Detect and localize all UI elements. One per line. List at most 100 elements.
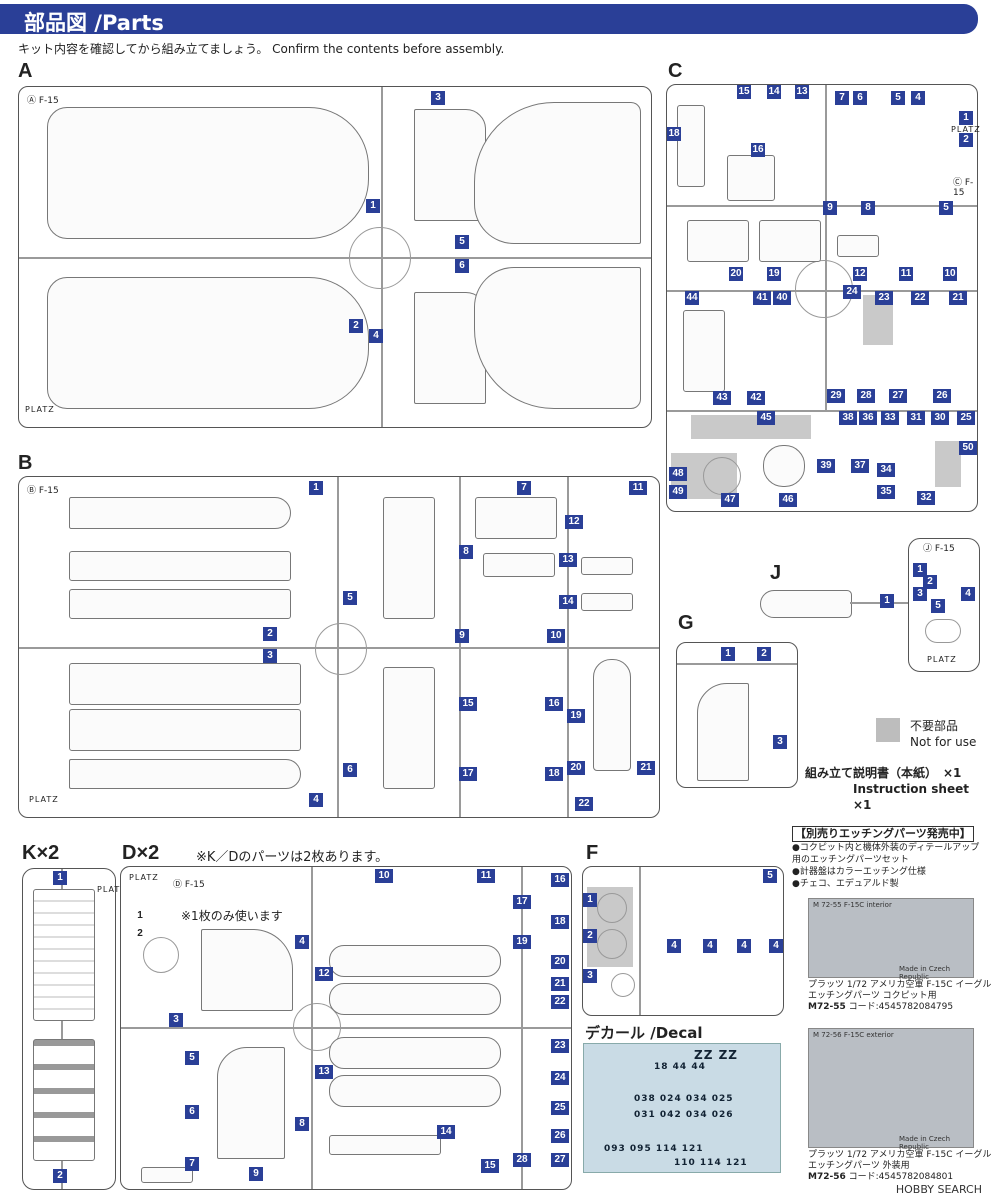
tag-c-46: 46: [779, 493, 797, 507]
part-c-12: [837, 235, 879, 257]
page-subtitle: キット内容を確認してから組み立てましょう。 Confirm the conten…: [18, 42, 505, 56]
part-b-6: [383, 667, 435, 789]
platz-logo-c: PLATZ: [951, 125, 981, 134]
sprue-g-frame: 1 2 3: [676, 642, 798, 788]
tag-b-15: 15: [459, 697, 477, 711]
tag-c-32: 32: [917, 491, 935, 505]
unused-part-45: [691, 415, 811, 439]
wing-upper-part: [474, 102, 641, 244]
tag-f-4a: 4: [667, 939, 681, 953]
tag-c-15: 15: [737, 85, 751, 99]
platz-logo-k: PLATZ: [97, 885, 127, 894]
sprue-c-id: Ⓒ F-15: [953, 178, 974, 198]
tag-c-37: 37: [851, 459, 869, 473]
part-b-4: [69, 759, 301, 789]
tag-b-1: 1: [309, 481, 323, 495]
tag-d-21: 21: [551, 977, 569, 991]
tag-c-8: 8: [861, 201, 875, 215]
decal-row-2: 18 44 44: [654, 1062, 706, 1072]
wing-lower-part: [474, 267, 641, 409]
tag-c-39: 39: [817, 459, 835, 473]
sprue-d-id: Ⓓ F-15: [173, 880, 205, 890]
tag-c-48: 48: [669, 467, 687, 481]
tag-b-10: 10: [547, 629, 565, 643]
etching-photo-interior: M 72-55 F-15C interior Made in Czech Rep…: [808, 898, 974, 981]
section-j-label: J: [770, 562, 782, 584]
sprue-a-frame: Ⓐ F-15 PLATZ 1 2 3 4 5 6: [18, 86, 652, 428]
sprue-c-frame: Ⓒ F-15 15 14 13 7 6 5 4 1 2 18 16 9 8 5 …: [666, 84, 981, 512]
tag-d-22: 22: [551, 995, 569, 1009]
part-b-3: [69, 663, 301, 705]
part-b-7: [475, 497, 557, 539]
tag-d-24: 24: [551, 1071, 569, 1085]
part-b-nacelle: [69, 709, 301, 751]
tag-a-4: 4: [369, 329, 383, 343]
tag-c-31: 31: [907, 411, 925, 425]
part-c-19: [759, 220, 821, 262]
tag-c-4: 4: [911, 91, 925, 105]
etching-parts-box: 【別売りエッチングパーツ発売中】 ●コクピット内と機体外装のディテールアップ 用…: [792, 826, 980, 889]
decal-row-5: 093 095 114 121: [604, 1144, 704, 1154]
etching-photo-exterior: M 72-56 F-15C exterior Made in Czech Rep…: [808, 1028, 974, 1151]
tag-b-3: 3: [263, 649, 277, 663]
part-d-13a: [329, 1037, 501, 1069]
tag-b-7: 7: [517, 481, 531, 495]
tag-j-1: 1: [913, 563, 927, 577]
tag-d-4: 4: [295, 935, 309, 949]
tag-c-1: 1: [959, 111, 973, 125]
tag-c-30: 30: [931, 411, 949, 425]
tag-c-40: 40: [773, 291, 791, 305]
tag-d-2: 2: [137, 928, 143, 939]
tag-b-8: 8: [459, 545, 473, 559]
tag-a-2: 2: [349, 319, 363, 333]
tag-c-16: 16: [751, 143, 765, 157]
part-b-14: [581, 593, 633, 611]
part-c-46: [763, 445, 805, 487]
sprue-j-id: Ⓙ F-15: [923, 544, 955, 554]
tag-b-14: 14: [559, 595, 577, 609]
tag-b-17: 17: [459, 767, 477, 781]
tag-k-1: 1: [53, 871, 67, 885]
tag-d-10: 10: [375, 869, 393, 883]
tag-a-6: 6: [455, 259, 469, 273]
part-b-13: [581, 557, 633, 575]
etching-caption-exterior: プラッツ 1/72 アメリカ空軍 F-15C イーグル エッチングパーツ 外装用…: [808, 1150, 992, 1182]
tag-c-38: 38: [839, 411, 857, 425]
section-f-label: F: [586, 842, 599, 864]
tag-b-9: 9: [455, 629, 469, 643]
tag-j-4: 4: [961, 587, 975, 601]
tail-fin-part: [697, 683, 749, 781]
tag-b-18: 18: [545, 767, 563, 781]
tag-d-23: 23: [551, 1039, 569, 1053]
sprue-j-frame: Ⓙ F-15 PLATZ 1 3 2 5 4: [908, 538, 980, 672]
tag-b-12: 12: [565, 515, 583, 529]
part-d-8: [217, 1047, 285, 1159]
part-d-9: [141, 1167, 193, 1183]
tag-f-4d: 4: [769, 939, 783, 953]
sprue-k-frame: PLATZ 1 2: [22, 868, 127, 1190]
tag-d-16: 16: [551, 873, 569, 887]
tag-b-19: 19: [567, 709, 585, 723]
watermark: HOBBY SEARCH: [895, 1183, 982, 1196]
part-d-4: [201, 929, 293, 1011]
platz-logo: PLATZ: [25, 405, 55, 414]
part-b-1: [69, 497, 291, 529]
tag-c-26: 26: [933, 389, 951, 403]
tag-f-2: 2: [583, 929, 597, 943]
tag-d-3: 3: [169, 1013, 183, 1027]
decal-row-1: ZZ ZZ: [694, 1048, 738, 1062]
part-c-20: [687, 220, 749, 262]
tag-b-11: 11: [629, 481, 647, 495]
tag-c-45: 45: [757, 411, 775, 425]
part-d-14: [329, 1135, 441, 1155]
tag-k-2: 2: [53, 1169, 67, 1183]
tag-b-4: 4: [309, 793, 323, 807]
tag-d-7: 7: [185, 1157, 199, 1171]
tag-b-2: 2: [263, 627, 277, 641]
not-for-use-legend: 不要部品 Not for use: [910, 719, 977, 749]
tag-c-43: 43: [713, 391, 731, 405]
not-for-use-swatch: [876, 718, 900, 742]
sprue-b-frame: Ⓑ F-15 PLATZ 1 2 3 4 5 6 7 8 9 10 11 12 …: [18, 476, 660, 818]
tag-c-44: 44: [685, 291, 699, 305]
tag-a-5: 5: [455, 235, 469, 249]
